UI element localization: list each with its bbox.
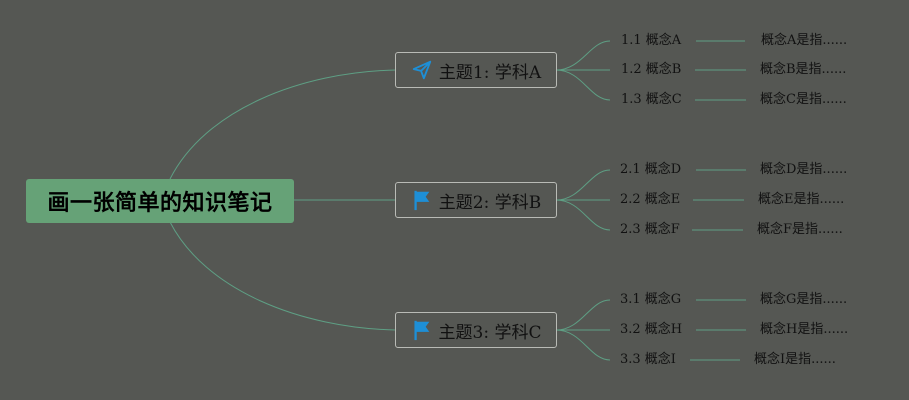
paper-plane-icon <box>411 59 433 81</box>
concept-description[interactable]: 概念F是指...... <box>757 222 843 237</box>
topic-label: 主题3: 学科C <box>438 322 542 343</box>
connector-topic3-c3 <box>555 329 611 361</box>
concept-label[interactable]: 3.2 概念H <box>620 322 683 337</box>
connector-root-topic3 <box>169 221 397 331</box>
root-label: 画一张简单的知识笔记 <box>47 191 273 216</box>
topic-node-2[interactable]: 主题2: 学科B <box>395 182 557 218</box>
connector-root-topic1 <box>169 69 397 180</box>
concept-description[interactable]: 概念A是指...... <box>761 33 848 48</box>
concept-description[interactable]: 概念E是指...... <box>758 192 845 207</box>
concept-description[interactable]: 概念I是指...... <box>754 352 836 367</box>
topic-label: 主题2: 学科B <box>438 192 542 213</box>
flag-icon <box>411 189 433 211</box>
flag-icon <box>411 319 433 341</box>
concept-label[interactable]: 1.3 概念C <box>621 92 682 107</box>
connector-topic3-c1 <box>555 299 611 331</box>
concept-description[interactable]: 概念D是指...... <box>760 162 848 177</box>
concept-label[interactable]: 2.3 概念F <box>620 222 680 237</box>
concept-description[interactable]: 概念B是指...... <box>760 62 847 77</box>
concept-label[interactable]: 1.1 概念A <box>621 33 682 48</box>
concept-description[interactable]: 概念C是指...... <box>760 92 847 107</box>
topic-node-3[interactable]: 主题3: 学科C <box>395 312 557 348</box>
connector-topic2-c1 <box>555 169 611 201</box>
topic-node-1[interactable]: 主题1: 学科A <box>395 52 557 88</box>
concept-label[interactable]: 3.1 概念G <box>620 292 682 307</box>
concept-label[interactable]: 2.1 概念D <box>620 162 682 177</box>
concept-label[interactable]: 3.3 概念I <box>620 352 676 367</box>
concept-description[interactable]: 概念G是指...... <box>760 292 848 307</box>
concept-description[interactable]: 概念H是指...... <box>760 322 849 337</box>
root-node[interactable]: 画一张简单的知识笔记 <box>26 179 294 223</box>
connector-topic2-c3 <box>555 199 611 231</box>
topic-label: 主题1: 学科A <box>438 62 542 83</box>
concept-label[interactable]: 1.2 概念B <box>621 62 682 77</box>
concept-label[interactable]: 2.2 概念E <box>620 192 681 207</box>
connector-topic1-c3 <box>555 69 611 101</box>
connector-topic1-c1 <box>555 40 611 71</box>
